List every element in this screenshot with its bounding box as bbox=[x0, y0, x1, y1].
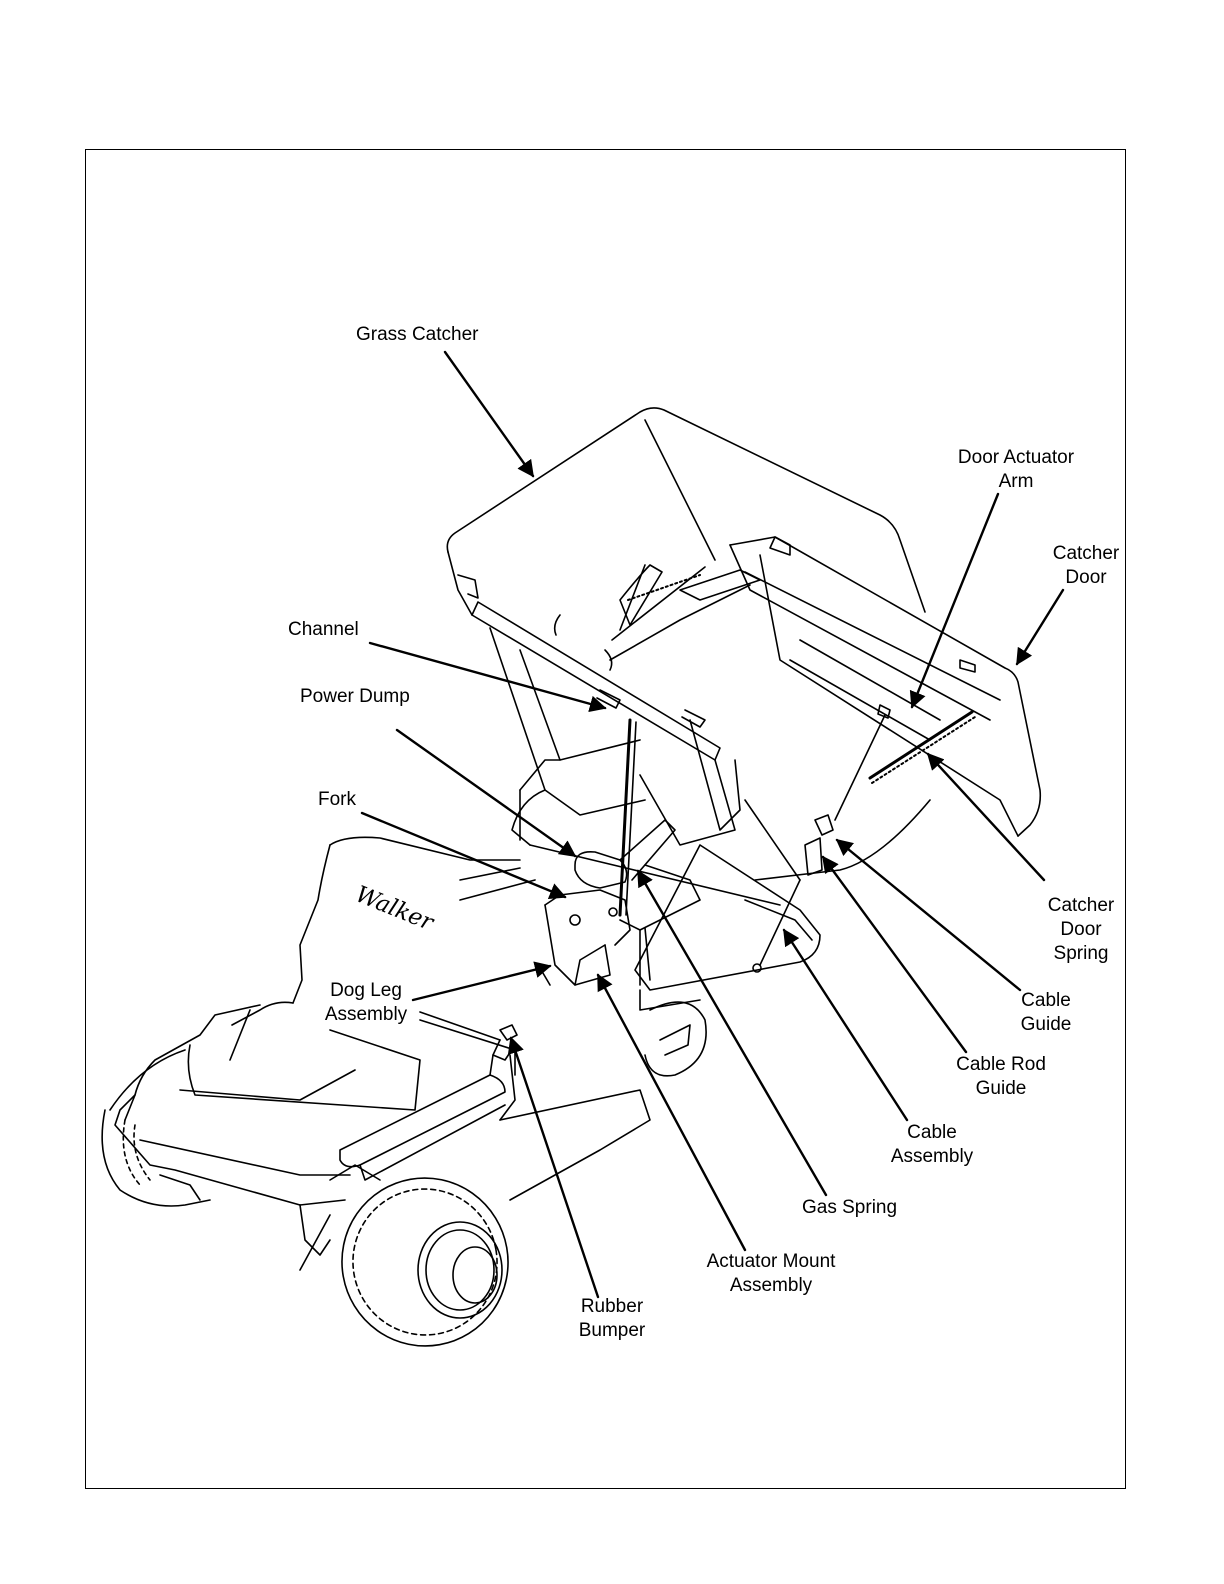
arrow-fork bbox=[362, 813, 565, 897]
label-cable-rod-guide: Cable Rod Guide bbox=[948, 1053, 1054, 1101]
seat-body-drawing bbox=[115, 1005, 650, 1270]
arrow-catcher-door-spring bbox=[928, 754, 1044, 880]
walker-brand-text: Walker bbox=[352, 881, 439, 936]
label-fork: Fork bbox=[318, 788, 356, 812]
arrow-dog-leg-assembly bbox=[413, 966, 550, 1000]
arrow-cable-assembly bbox=[784, 930, 907, 1120]
arrow-catcher-door bbox=[1017, 590, 1063, 664]
label-grass-catcher: Grass Catcher bbox=[356, 323, 478, 347]
label-dog-leg-assembly: Dog Leg Assembly bbox=[318, 979, 414, 1027]
label-catcher-door-spring: Catcher Door Spring bbox=[1041, 894, 1121, 966]
label-gas-spring: Gas Spring bbox=[802, 1196, 897, 1220]
arrow-gas-spring bbox=[638, 871, 826, 1195]
arrow-grass-catcher bbox=[445, 352, 533, 476]
right-tire-drawing bbox=[329, 1165, 522, 1359]
label-catcher-door: Catcher Door bbox=[1046, 542, 1126, 590]
grass-catcher-drawing bbox=[447, 408, 930, 1076]
label-cable-guide: Cable Guide bbox=[1010, 989, 1082, 1037]
label-door-actuator-arm: Door Actuator Arm bbox=[952, 446, 1080, 494]
label-cable-assembly: Cable Assembly bbox=[884, 1121, 980, 1169]
power-dump-drawing bbox=[520, 720, 833, 985]
label-power-dump: Power Dump bbox=[300, 685, 410, 709]
catcher-door-drawing bbox=[610, 537, 1040, 836]
label-channel: Channel bbox=[288, 618, 359, 642]
arrow-rubber-bumper bbox=[511, 1038, 598, 1297]
label-actuator-mount-assembly: Actuator Mount Assembly bbox=[700, 1250, 842, 1298]
arrow-door-actuator-arm bbox=[912, 494, 998, 707]
label-rubber-bumper: Rubber Bumper bbox=[572, 1295, 652, 1343]
